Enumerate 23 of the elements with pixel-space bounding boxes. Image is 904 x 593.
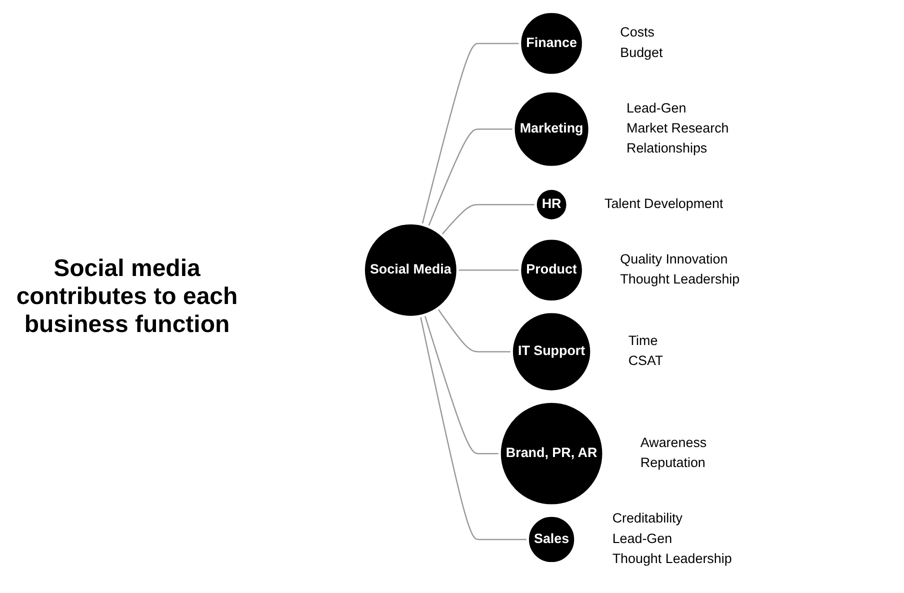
bullet-list: Costs Budget [620, 26, 663, 60]
bullet-list: Lead-Gen Market Research Relationships [626, 101, 729, 156]
connector-line [424, 314, 500, 454]
bullet-list: Time CSAT [628, 334, 664, 369]
function-circle: Finance [518, 10, 584, 76]
function-circle: IT Support [510, 310, 593, 393]
function-circle: HR [534, 187, 569, 222]
function-circle: Marketing [512, 90, 591, 168]
bullet-list: Awareness Reputation [640, 436, 707, 470]
function-circle: Social Media [362, 222, 459, 318]
function-circle: Brand, PR, AR [498, 400, 605, 507]
bullet-list: Creditability Lead-Gen Thought Leadership [612, 512, 732, 566]
function-circle: Product [518, 237, 584, 304]
diagram-title: Social media contributes to each business function [15, 254, 239, 338]
connector-line [441, 204, 536, 236]
bullet-list: Talent Development [604, 197, 724, 212]
connector-line [420, 316, 528, 540]
connector-line [437, 308, 512, 352]
bullet-list: Quality Innovation Thought Leadership [620, 252, 740, 287]
connector-line [422, 42, 520, 225]
connector-line [428, 128, 514, 227]
function-circle: Sales [526, 514, 577, 565]
connector-line [458, 269, 520, 271]
